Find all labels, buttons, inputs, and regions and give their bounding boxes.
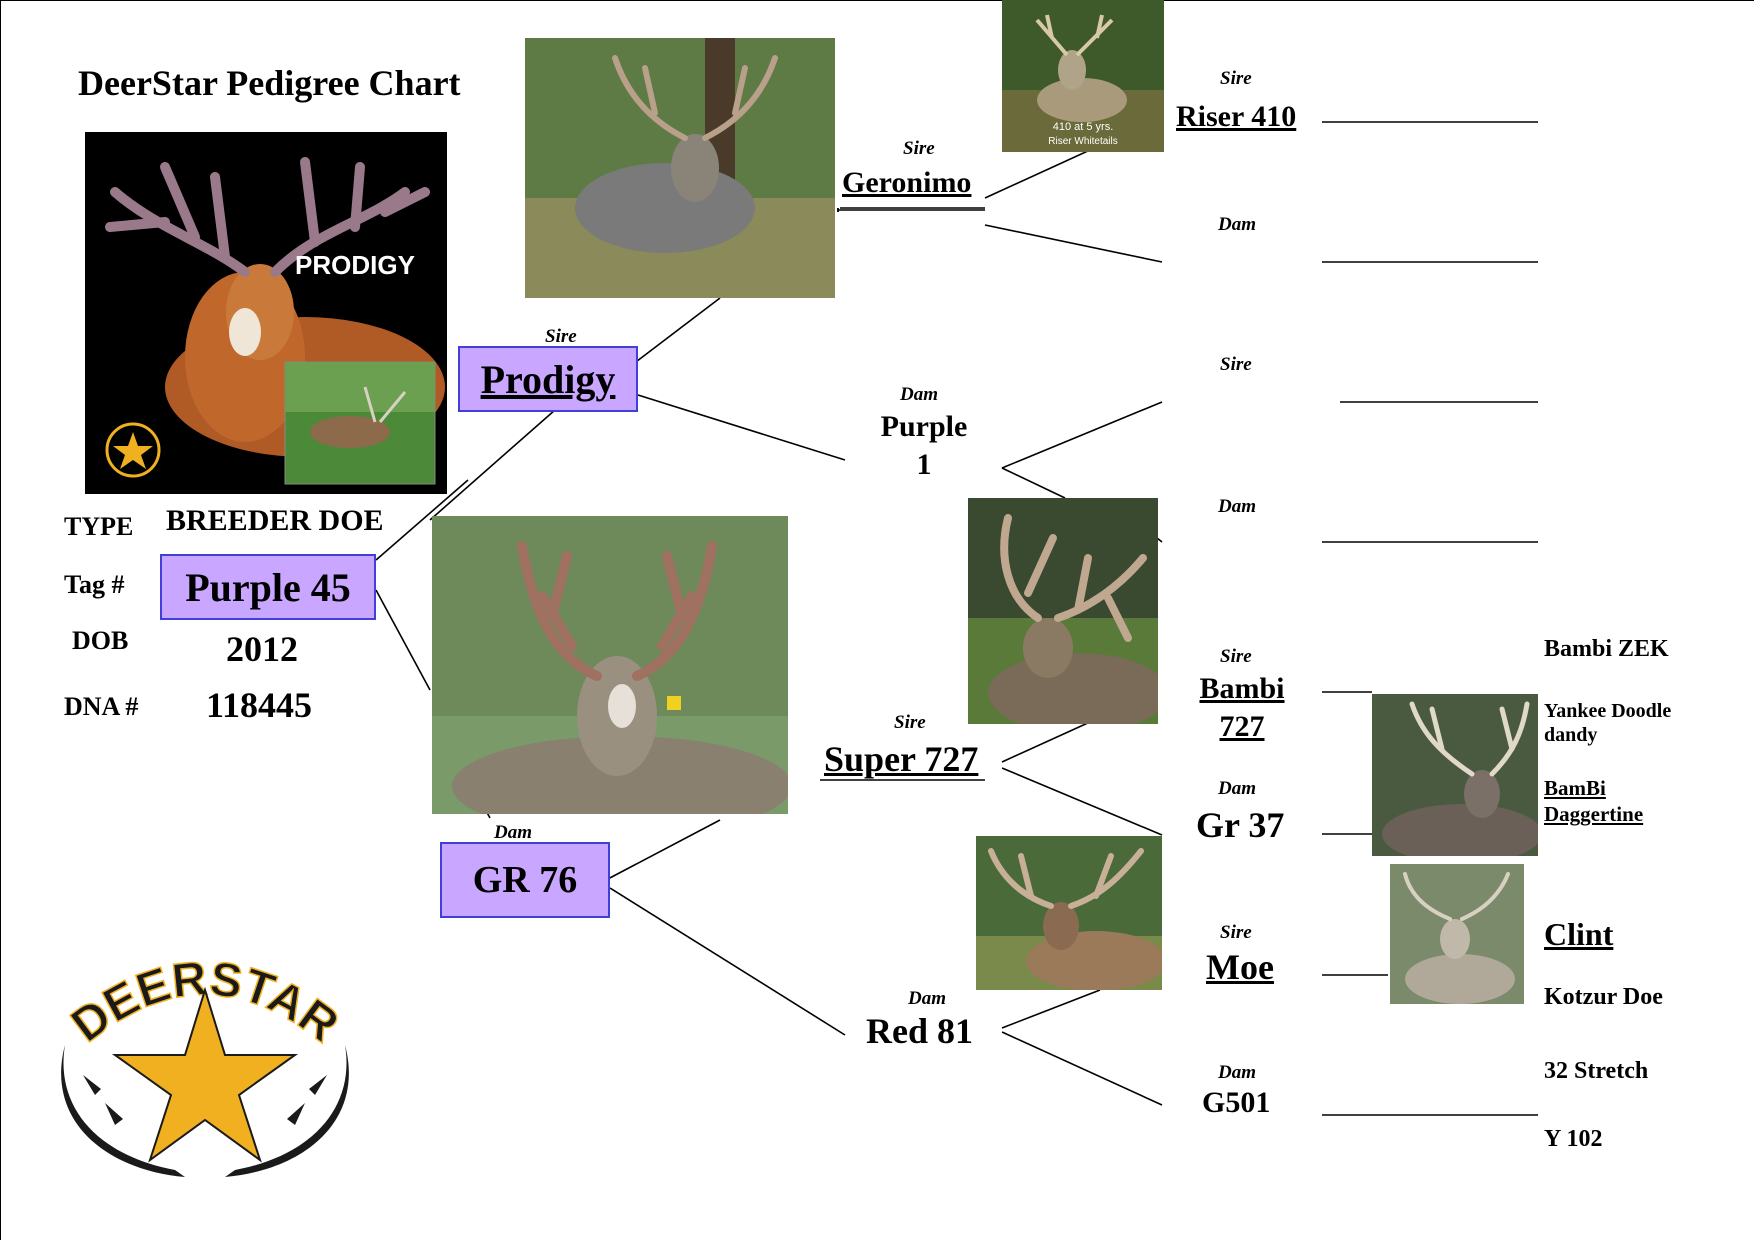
g5-name-line2: 727 bbox=[1219, 710, 1265, 743]
kotzur-doe: Kotzur Doe bbox=[1544, 984, 1663, 1010]
moe-photo bbox=[976, 836, 1162, 990]
32-stretch: 32 Stretch bbox=[1544, 1058, 1649, 1084]
dob-label: DOB bbox=[72, 626, 129, 655]
page-title: DeerStar Pedigree Chart bbox=[78, 63, 461, 103]
sire-sire-role: Sire bbox=[903, 138, 935, 159]
bambi-727-photo bbox=[968, 498, 1158, 724]
g4-role: Dam bbox=[1218, 496, 1256, 517]
dna-label: DNA # bbox=[64, 692, 139, 721]
g7-role: Sire bbox=[1220, 922, 1252, 943]
bambi-zek: Bambi ZEK bbox=[1544, 636, 1669, 662]
deerstar-logo: DEERSTAR bbox=[55, 945, 355, 1185]
star-emblem-icon: DEERSTAR bbox=[61, 951, 349, 1177]
dam-role-label: Dam bbox=[494, 822, 532, 843]
g2-role: Dam bbox=[1218, 214, 1256, 235]
buck-illustration: PRODIGY bbox=[85, 132, 447, 494]
yankee-doodle-line2: dandy bbox=[1544, 724, 1598, 746]
buck-photo-icon bbox=[525, 38, 835, 298]
g7-name: Moe bbox=[1206, 947, 1274, 987]
dam-box: GR 76 bbox=[440, 842, 610, 918]
riser-sub-caption: Riser Whitetails bbox=[1048, 136, 1117, 147]
sire-dam-name-line1: Purple bbox=[880, 410, 968, 443]
yankee-doodle-line1: Yankee Doodle bbox=[1544, 700, 1672, 722]
dam-sire-name: Super 727 bbox=[824, 739, 979, 779]
dna-value: 118445 bbox=[206, 685, 313, 725]
g5-role: Sire bbox=[1220, 646, 1252, 667]
dam-dam-role: Dam bbox=[908, 988, 946, 1009]
gr37-photo bbox=[1372, 694, 1538, 856]
g1-name: Riser 410 bbox=[1176, 100, 1297, 133]
clint-photo bbox=[1390, 864, 1524, 1004]
bambi-daggertine-line1: BamBi bbox=[1544, 776, 1606, 800]
buck-photo-icon bbox=[1390, 864, 1524, 1004]
g6-role: Dam bbox=[1218, 778, 1256, 799]
sire-box: Prodigy bbox=[458, 346, 638, 412]
dam-dam-name: Red 81 bbox=[866, 1011, 973, 1051]
bambi-daggertine-line2: Daggertine bbox=[1544, 802, 1644, 826]
type-label: TYPE bbox=[64, 512, 134, 541]
tag-box: Purple 45 bbox=[160, 554, 376, 620]
buck-photo-icon: 410 at 5 yrs. Riser Whitetails bbox=[1002, 0, 1164, 152]
g8-name: G501 bbox=[1202, 1086, 1271, 1119]
riser-410-photo: 410 at 5 yrs. Riser Whitetails bbox=[1002, 0, 1164, 152]
g1-role: Sire bbox=[1220, 68, 1252, 89]
g8-role: Dam bbox=[1218, 1062, 1256, 1083]
prodigy-main-photo: PRODIGY bbox=[85, 132, 447, 494]
prodigy-photo-text: PRODIGY bbox=[295, 250, 415, 280]
sire-role-label: Sire bbox=[545, 326, 577, 347]
dam-sire-role: Sire bbox=[894, 712, 926, 733]
g6-name: Gr 37 bbox=[1196, 805, 1285, 845]
type-value: BREEDER DOE bbox=[166, 504, 384, 537]
geronimo-photo bbox=[525, 38, 835, 298]
clint-name: Clint bbox=[1544, 916, 1614, 952]
buck-photo-icon bbox=[976, 836, 1162, 990]
riser-caption: 410 at 5 yrs. bbox=[1053, 121, 1114, 133]
buck-photo-icon bbox=[968, 498, 1158, 724]
tag-label: Tag # bbox=[64, 570, 125, 599]
y-102: Y 102 bbox=[1544, 1126, 1603, 1152]
sire-dam-role: Dam bbox=[900, 384, 938, 405]
sire-dam-name-line2: 1 bbox=[916, 448, 932, 481]
buck-photo-icon bbox=[1372, 694, 1538, 856]
g5-name-line1: Bambi bbox=[1199, 672, 1285, 705]
buck-photo-icon bbox=[432, 516, 788, 814]
gr76-photo bbox=[432, 516, 788, 814]
g3-role: Sire bbox=[1220, 354, 1252, 375]
dob-value: 2012 bbox=[226, 629, 298, 669]
sire-sire-name: Geronimo bbox=[842, 166, 972, 199]
